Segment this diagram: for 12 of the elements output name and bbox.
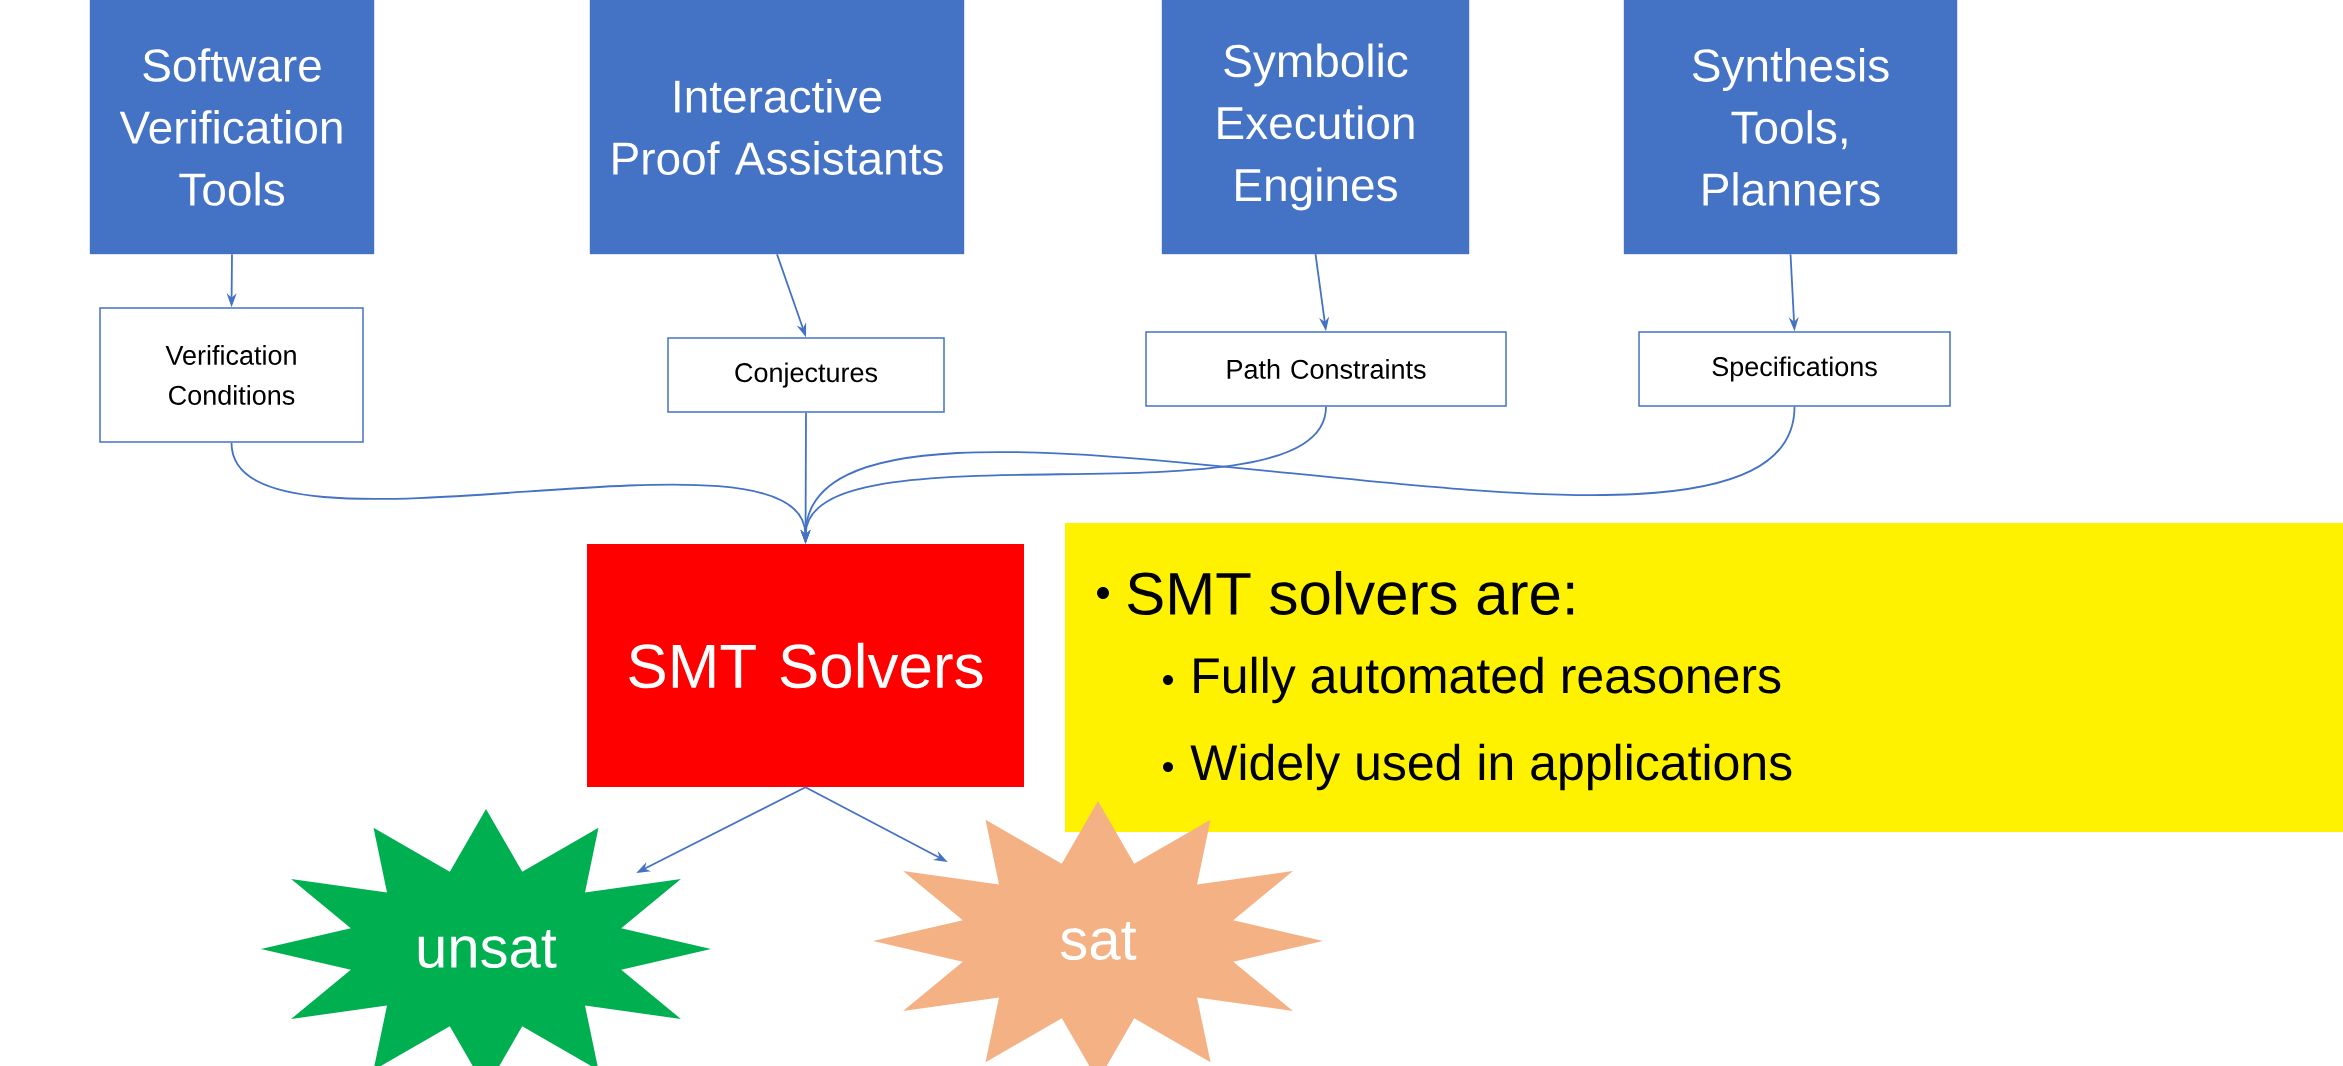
- bullet-list-panel: SMT solvers are: Fully automated reasoners Widely used in applications: [1065, 523, 2343, 832]
- output-box: Verification Conditions: [99, 307, 364, 443]
- output-box: Conjectures: [667, 337, 945, 413]
- starburst: sat: [873, 801, 1323, 1066]
- tool-box: Software Verification Tools: [89, 0, 375, 255]
- tool-box: Symbolic Execution Engines: [1161, 0, 1470, 255]
- output-box: Specifications: [1638, 331, 1951, 407]
- tool-box: Synthesis Tools, Planners: [1623, 0, 1958, 255]
- starburst: unsat: [261, 809, 711, 1066]
- solver-box: SMT Solvers: [587, 544, 1024, 787]
- tool-box: Interactive Proof Assistants: [589, 0, 965, 255]
- output-box: Path Constraints: [1145, 331, 1507, 407]
